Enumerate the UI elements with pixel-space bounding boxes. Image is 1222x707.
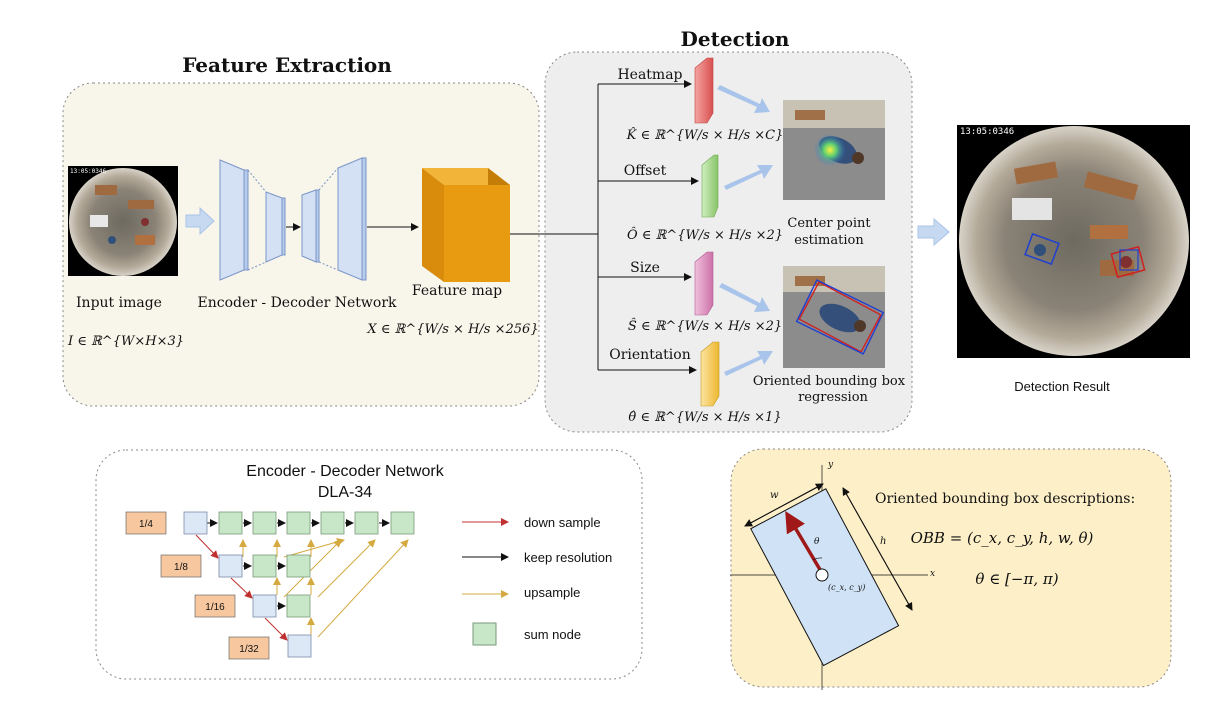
input-timestamp: 13:05:0346 bbox=[70, 168, 107, 175]
head-orientation-label: Orientation bbox=[609, 347, 690, 363]
dla-sum-node bbox=[286, 594, 311, 618]
dla-node-blue bbox=[287, 634, 312, 658]
level-1-8-box bbox=[160, 554, 202, 578]
obb-w-label: w bbox=[770, 490, 779, 501]
encoder-decoder-network bbox=[219, 157, 367, 281]
head-offset-math: Ô ∈ ℝ^{W/s × H/s ×2} bbox=[627, 226, 783, 243]
level-1-32-box bbox=[228, 636, 270, 660]
obb-formula: OBB = (c_x, c_y, h, w, θ) bbox=[911, 529, 1094, 547]
dla-connections bbox=[195, 519, 409, 641]
input-image-math: I ∈ ℝ^{W×H×3} bbox=[67, 334, 184, 349]
detection-result-image: 13:05:0346 bbox=[957, 125, 1190, 358]
obb-center-label: (c_x, c_y) bbox=[828, 583, 865, 592]
feature-map-label: Feature map bbox=[412, 283, 502, 299]
detection-branch-lines bbox=[510, 80, 699, 374]
legend-keep-resolution-label: keep resolution bbox=[524, 550, 612, 565]
feature-extraction-panel bbox=[62, 82, 540, 407]
result-timestamp: 13:05:0346 bbox=[960, 127, 1014, 137]
dla-sum-node bbox=[286, 554, 311, 578]
obb-descriptions-title: Oriented bounding box descriptions: bbox=[875, 491, 1135, 507]
head-offset-label: Offset bbox=[624, 163, 667, 179]
level-1-32-label: 1/32 bbox=[239, 644, 259, 655]
obb-orientation-arrow bbox=[785, 510, 824, 574]
input-image-label: Input image bbox=[76, 295, 162, 311]
dla-sum-node bbox=[286, 511, 311, 535]
legend-down-sample-label: down sample bbox=[524, 515, 601, 530]
detection-result-label: Detection Result bbox=[1014, 379, 1110, 394]
dla-sum-node bbox=[320, 511, 345, 535]
level-1-4-label: 1/4 bbox=[139, 519, 153, 530]
dla-node-blue bbox=[218, 554, 243, 578]
head-orientation-block bbox=[700, 341, 720, 407]
detection-title: Detection bbox=[681, 27, 790, 51]
obb-theta-arc bbox=[812, 557, 823, 561]
input-to-encoder-arrow bbox=[185, 206, 215, 236]
legend-sum-node-label: sum node bbox=[524, 627, 581, 642]
dla-title-2: DLA-34 bbox=[318, 484, 372, 501]
encoder-decoder-label: Encoder - Decoder Network bbox=[198, 295, 398, 311]
obb-regression-label-1: Oriented bounding box bbox=[753, 374, 906, 389]
obb-center-point bbox=[815, 568, 829, 582]
center-point-thumbnail bbox=[783, 100, 885, 200]
level-1-8-label: 1/8 bbox=[174, 562, 188, 573]
center-point-label-1: Center point bbox=[787, 216, 871, 231]
level-1-16-box bbox=[194, 594, 236, 618]
head-heatmap-label: Heatmap bbox=[617, 67, 682, 83]
input-image: 13:05:0346 bbox=[68, 166, 178, 276]
head-size-block bbox=[694, 251, 714, 316]
head-size-label: Size bbox=[630, 260, 660, 276]
dla-sum-node bbox=[252, 511, 277, 535]
obb-h-label: h bbox=[880, 536, 886, 547]
obb-theta-range: θ ∈ [−π, π) bbox=[975, 570, 1058, 588]
feature-extraction-title: Feature Extraction bbox=[182, 53, 392, 77]
legend-sum-node-swatch bbox=[472, 622, 497, 646]
dla-node-blue bbox=[252, 594, 277, 618]
level-1-4-box bbox=[125, 511, 167, 535]
dla-nodes bbox=[183, 511, 415, 658]
obb-axis-y-label: y bbox=[827, 460, 834, 470]
obb-dimension-arrows bbox=[744, 483, 913, 611]
center-point-label-2: estimation bbox=[794, 233, 864, 248]
dla-panel bbox=[95, 449, 643, 680]
head-output-arrows bbox=[717, 85, 773, 376]
obb-regression-label-2: regression bbox=[798, 390, 868, 405]
obb-regression-thumbnail bbox=[783, 266, 885, 368]
feature-map-cube bbox=[422, 168, 510, 282]
dla-sum-node bbox=[354, 511, 379, 535]
legend-upsample-label: upsample bbox=[524, 585, 580, 600]
dla-sum-node bbox=[252, 554, 277, 578]
dla-sum-node bbox=[390, 511, 415, 535]
feature-map-math: X ∈ ℝ^{W/s × H/s ×256} bbox=[366, 322, 538, 337]
dla-sum-node bbox=[218, 511, 243, 535]
head-heatmap-block bbox=[694, 57, 714, 124]
head-offset-block bbox=[701, 154, 719, 218]
dla-legend: down sample keep resolution upsample sum… bbox=[462, 515, 612, 646]
head-size-math: Ŝ ∈ ℝ^{W/s × H/s ×2} bbox=[628, 317, 782, 334]
detection-to-result-arrow bbox=[917, 217, 950, 247]
dla-node-blue bbox=[183, 511, 208, 535]
head-orientation-math: θ̂ ∈ ℝ^{W/s × H/s ×1} bbox=[628, 410, 781, 425]
dla-title-1: Encoder - Decoder Network bbox=[246, 463, 444, 480]
obb-axis-x-label: x bbox=[930, 569, 935, 579]
obb-theta-label: θ bbox=[814, 537, 820, 547]
level-1-16-label: 1/16 bbox=[205, 602, 225, 613]
head-heatmap-math: K̂ ∈ ℝ^{W/s × H/s ×C} bbox=[626, 127, 784, 143]
